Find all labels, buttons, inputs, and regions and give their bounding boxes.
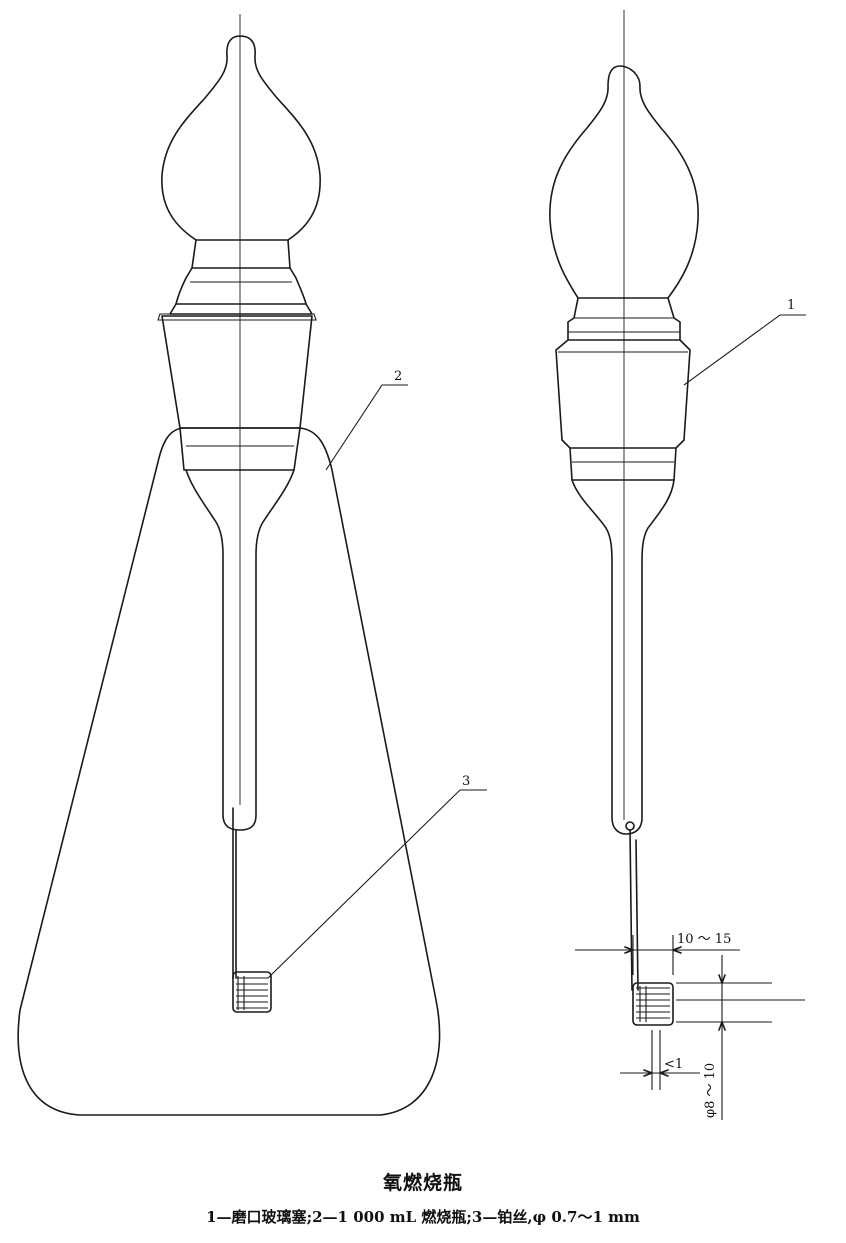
stopper-detail: 1 10 ～ 15 φ8 ～ 10 <1 [549,10,806,1120]
dim-coil-length: 10 ～ 15 [677,932,731,947]
stopper-ground-taper [555,339,691,449]
stopper-bulb [161,35,321,241]
flask-assembly: 2 3 [17,14,487,1116]
platinum-coil-detail [632,982,674,1026]
platinum-wire [232,807,237,979]
callout-3: 3 [462,774,470,789]
platinum-coil [232,971,272,1013]
figure-caption: 1—磨口玻璃塞;2—1 000 mL 燃烧瓶;3—铂丝,φ 0.7～1 mm [206,1208,640,1226]
dim-coil-diameter: φ8 ～ 10 [703,1063,718,1118]
callout-1: 1 [787,298,795,313]
figure-title: 氧燃烧瓶 [382,1172,463,1194]
dimension-lines: 10 ～ 15 φ8 ～ 10 <1 [575,932,805,1120]
dim-gap: <1 [664,1057,683,1072]
flask-neck [161,315,313,429]
flask-body [17,427,441,1116]
callout-2: 2 [394,369,402,384]
